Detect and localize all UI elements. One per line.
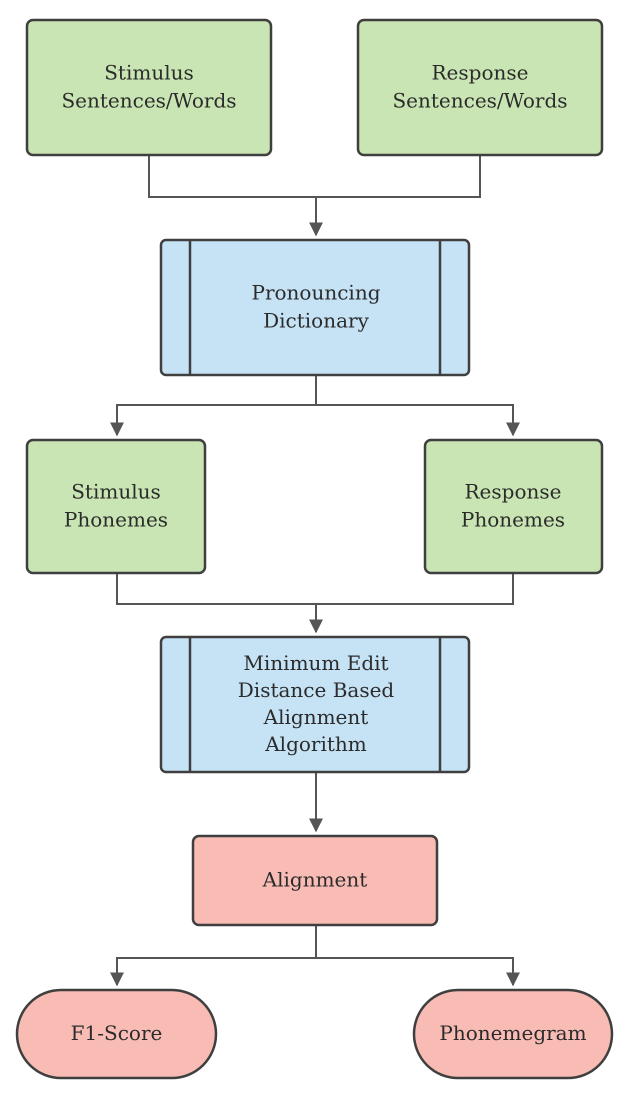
connector-stimulus-sentences-to-dictionary (148, 155, 323, 237)
node-alignment-label: Alignment (262, 867, 368, 891)
node-alignment-box (191, 834, 439, 927)
label-line: Distance Based (238, 678, 395, 702)
label-line: Alignment (263, 705, 369, 729)
connector-response-sentences-to-dictionary (316, 155, 481, 198)
node-stimulus-phonemes-box (25, 438, 207, 575)
label-line: F1-Score (71, 1021, 163, 1045)
node-pronouncing-dictionary-box (159, 238, 471, 377)
label-line: Minimum Edit (243, 651, 388, 675)
label-line: Alignment (262, 867, 368, 891)
label-line: Sentences/Words (61, 88, 236, 112)
label-line: Phonemes (461, 507, 565, 531)
node-response-phonemes-box (423, 438, 604, 575)
node-f1-score: F1-Score (15, 988, 218, 1080)
node-phonemegram: Phonemegram (412, 988, 614, 1080)
node-stimulus-sentences-box (25, 18, 273, 157)
connector-alignment-to-phonemegram (316, 957, 520, 987)
label-line: Dictionary (263, 308, 369, 332)
node-phonemegram-label: Phonemegram (439, 1021, 586, 1045)
node-response-sentences-box (356, 18, 604, 157)
label-line: Stimulus (71, 479, 161, 503)
label-line: Pronouncing (251, 280, 380, 304)
label-line: Response (465, 479, 562, 503)
connectors (110, 155, 520, 987)
connector-stimulus-phonemes-to-algorithm (116, 573, 323, 634)
label-line: Stimulus (104, 60, 194, 84)
label-line: Phonemes (64, 507, 168, 531)
label-line: Response (432, 60, 529, 84)
node-f1-score-box (15, 988, 218, 1080)
node-phonemegram-box (412, 988, 614, 1080)
label-line: Sentences/Words (392, 88, 567, 112)
node-alignment-algorithm-box (159, 635, 471, 774)
label-line: Algorithm (264, 732, 367, 756)
label-line: Phonemegram (439, 1021, 586, 1045)
connector-dictionary-to-stimulus-phonemes (110, 375, 317, 437)
connector-dictionary-to-response-phonemes (316, 404, 520, 437)
connector-alignment-to-f1-score (110, 925, 317, 987)
connector-response-phonemes-to-algorithm (316, 573, 514, 605)
node-alignment: Alignment (191, 834, 439, 927)
node-f1-score-label: F1-Score (71, 1021, 163, 1045)
